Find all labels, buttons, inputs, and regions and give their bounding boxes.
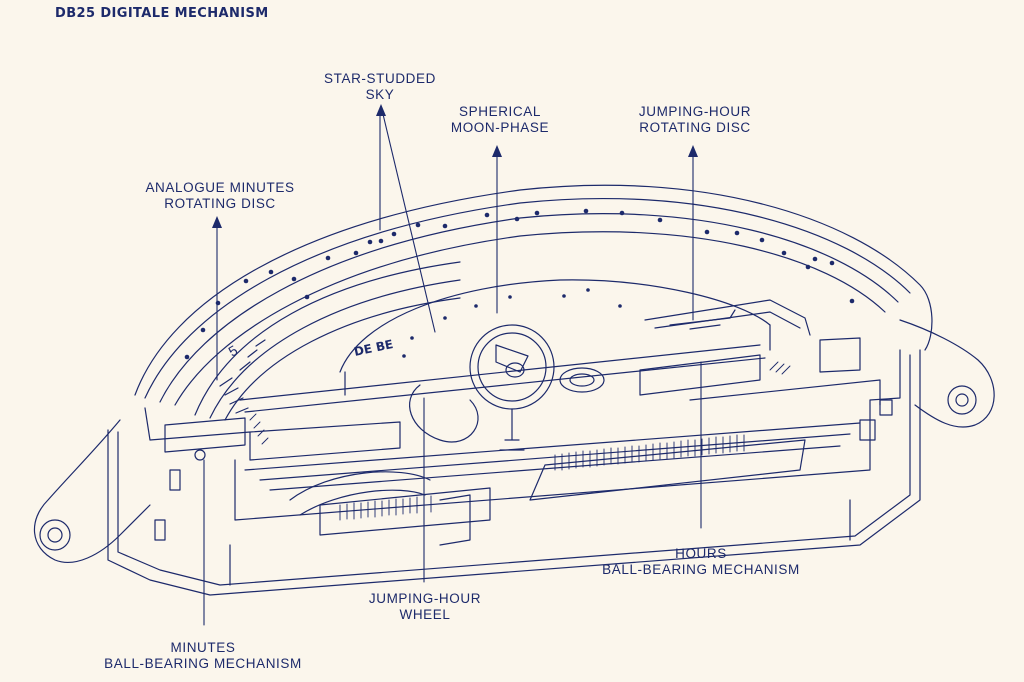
brand-mark: DE BE	[353, 337, 395, 359]
left-lug	[34, 420, 150, 562]
star-dots	[402, 288, 622, 358]
leader-arrowheads	[212, 104, 698, 228]
gear-teeth	[250, 362, 790, 520]
leader-lines	[204, 110, 701, 625]
right-lug	[900, 320, 994, 427]
minutes-disc	[195, 262, 460, 420]
page-title: DB25 DIGITALE MECHANISM	[55, 6, 269, 21]
minute-digit: 5	[226, 342, 241, 360]
inner-dial	[240, 280, 770, 412]
jumping-hour-disc	[645, 300, 810, 335]
case-shell	[108, 185, 932, 595]
leader-star-sky-2	[382, 110, 435, 332]
